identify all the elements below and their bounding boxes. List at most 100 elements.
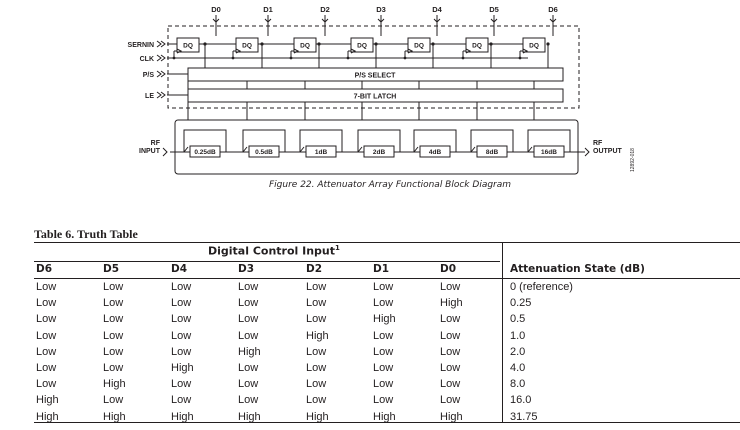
control-cell: Low [171,313,192,326]
junction-dot [374,42,378,46]
bit-label-d4: D4 [432,5,442,14]
control-cell: Low [440,378,461,391]
control-cell: High [440,297,463,310]
control-cell: Low [440,345,461,358]
ff-label: DQ [300,43,310,50]
clock-mark [350,48,357,54]
document-code: 12892-018 [630,148,636,172]
switch [242,146,248,153]
rf-output-label-1: RF [593,140,603,147]
junction-dot [231,56,235,60]
input-label-ps: P/S [143,72,155,79]
control-cell: Low [103,362,124,374]
arrow-down-icon [490,15,498,23]
attenuation-cell: 16.0 [510,394,532,407]
attenuator-box [533,145,565,158]
flip-flop-6 [522,37,546,53]
control-cell: Low [440,329,461,342]
table-caption: Table 6. Truth Table [34,227,138,241]
ff-label: DQ [357,43,367,50]
control-cell: Low [373,345,394,358]
ff-label: DQ [472,43,482,50]
control-cell: Low [171,281,192,293]
attenuator-label: 2dB [373,149,386,156]
control-cell: High [171,410,194,423]
attenuation-cell: 2.0 [510,345,526,358]
clock-mark [522,48,529,54]
control-cell: Low [440,281,461,293]
rf-input-label-1: RF [151,140,161,147]
control-cell: Low [306,394,327,407]
figure-caption: Figure 22. Attenuator Array Functional B… [269,180,512,190]
attenuation-cell: 0.25 [510,297,532,310]
ff-label: DQ [183,43,193,50]
flip-flop-2 [293,37,317,53]
bit-label-d0: D0 [211,5,221,14]
junction-dot [431,42,435,46]
arrow-down-icon [549,15,557,23]
control-cell: High [103,378,126,391]
junction-dot [317,42,321,46]
control-cell: Low [103,329,124,342]
flip-flop-0 [176,37,200,53]
control-cell: High [440,410,463,423]
flip-flop-4 [407,37,431,53]
control-cell: Low [373,329,394,342]
control-cell: Low [171,345,192,358]
table-header-row: D6 D5 D4 D3 D2 D1 D0 Attenuation State (… [34,261,740,277]
clock-mark [176,48,183,54]
control-cell: Low [238,297,259,310]
ps-select-label: P/S SELECT [355,73,397,80]
col-header-d6: D6 [36,263,53,275]
control-cell: High [103,410,126,423]
junction-dot [203,42,207,46]
control-cell: Low [306,345,327,358]
arrow-down-icon [377,15,385,23]
control-cell: Low [238,281,259,293]
control-cell: Low [171,329,192,342]
bit-label-d2: D2 [320,5,330,14]
junction-dot [289,56,293,60]
attenuator-label: 8dB [486,149,499,156]
arrow-down-icon [212,15,220,23]
control-cell: High [36,394,59,407]
col-header-d1: D1 [373,263,390,275]
control-cell: High [238,410,261,423]
junction-dot [546,42,550,46]
col-header-d5: D5 [103,263,120,275]
attenuation-cell: 31.75 [510,410,538,423]
attenuator-box [476,145,508,158]
bypass-path [242,129,286,152]
rf-input-arrow-icon [162,147,168,157]
input-arrow-icon [156,91,166,99]
switch [413,146,419,153]
control-cell: Low [306,281,327,293]
clock-mark [293,48,300,54]
attenuator-box [419,145,451,158]
input-arrow-icon [156,40,166,48]
control-cell: Low [306,378,327,391]
attenuation-cell: 0 (reference) [510,281,573,293]
control-cell: Low [171,378,192,391]
attenuator-box [189,145,221,158]
control-cell: Low [373,394,394,407]
control-cell: Low [36,313,57,326]
rf-input-label-2: INPUT [139,148,161,155]
flip-flop-5 [465,37,489,53]
junction-dot [346,56,350,60]
ff-label: DQ [529,43,539,50]
input-label-clk: CLK [140,56,154,63]
input-label-le: LE [145,93,154,100]
control-cell: Low [373,297,394,310]
switch [470,146,476,153]
attenuation-cell: 0.5 [510,313,526,326]
ff-label: DQ [242,43,252,50]
header-rule [34,278,740,279]
bit-label-d1: D1 [263,5,273,14]
